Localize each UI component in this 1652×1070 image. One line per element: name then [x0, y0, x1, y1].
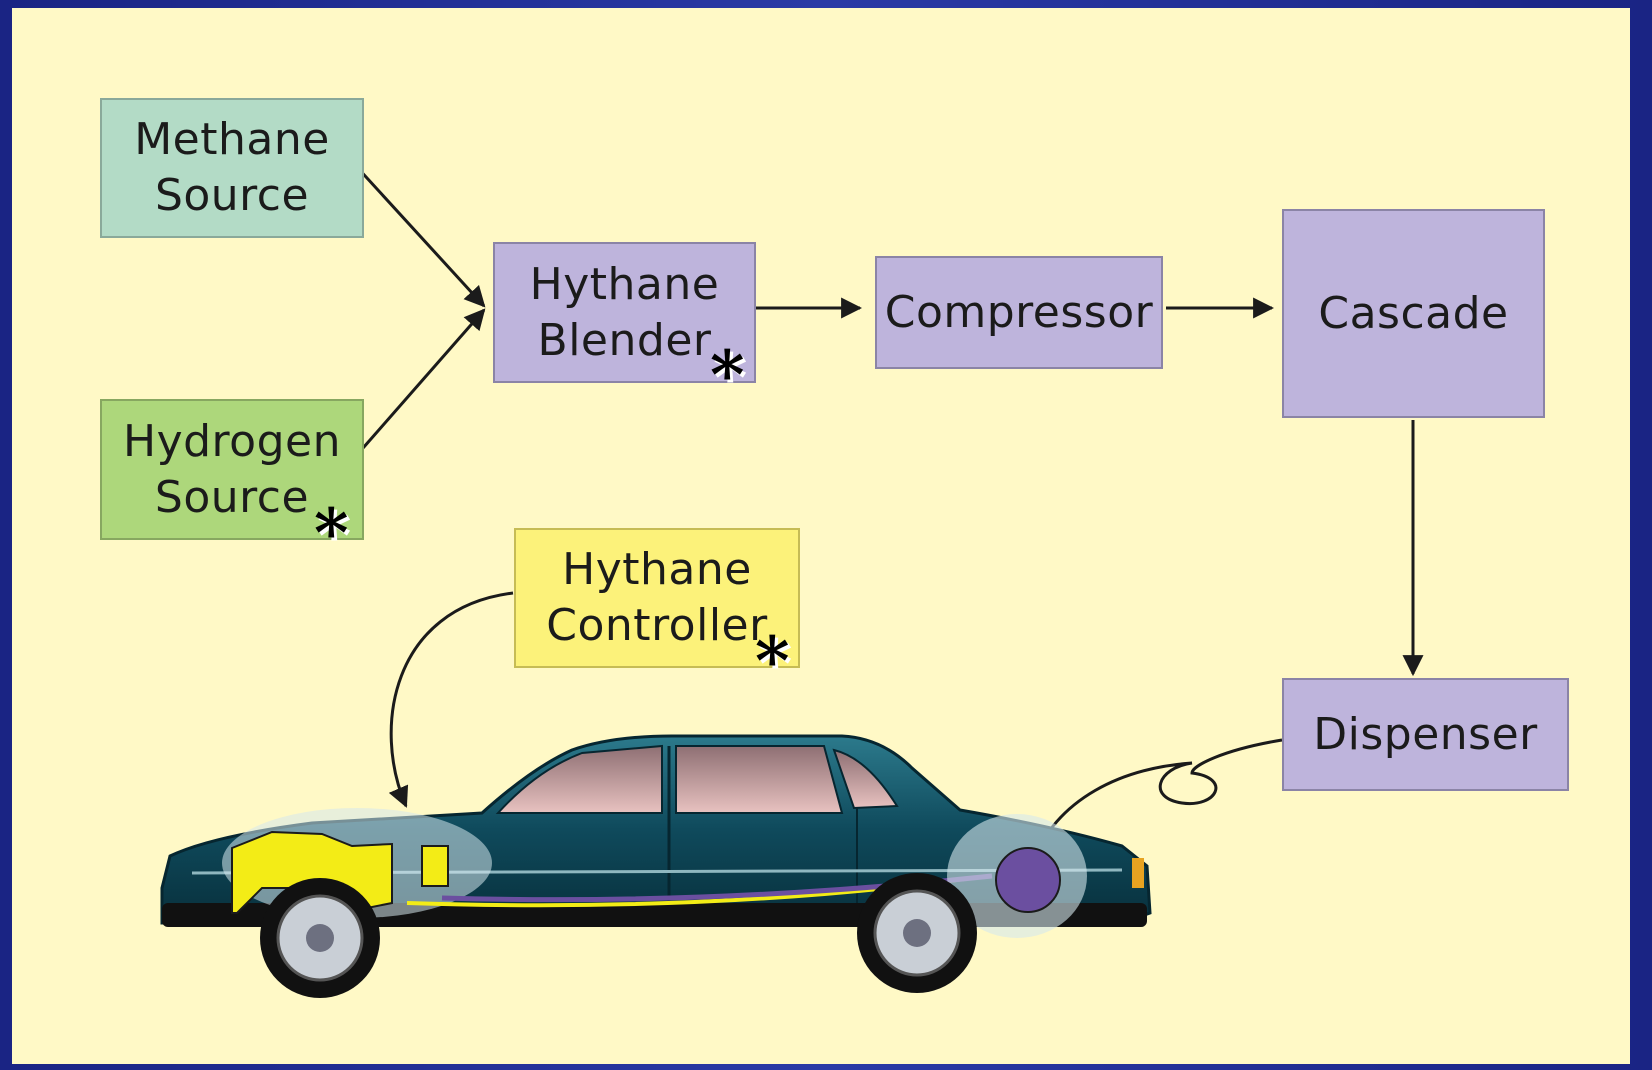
hydrogen-source-label: Hydrogen Source: [123, 415, 341, 523]
controller-cable: [388, 591, 514, 808]
car-illustration: [160, 734, 1152, 998]
rear-wheel: [857, 873, 977, 993]
hythane-controller-label: Hythane Controller: [546, 544, 768, 651]
cascade-box: Cascade: [1282, 209, 1545, 418]
hythane-controller-marker: *: [755, 622, 790, 700]
hythane-controller-box: Hythane Controller: [514, 528, 800, 668]
hydrogen-source-box: Hydrogen Source: [100, 399, 364, 540]
diagram-connectors: [160, 164, 1424, 998]
cascade-label: Cascade: [1318, 287, 1509, 339]
car-rear-window: [675, 745, 844, 814]
arrow-methane-to-blender: [354, 164, 486, 308]
compressor-label: Compressor: [884, 286, 1154, 338]
hydrogen-source-marker: *: [314, 494, 349, 572]
dispenser-box: Dispenser: [1282, 678, 1569, 791]
car-front-window: [495, 744, 663, 814]
diagram-panel: Methane Source Hydrogen Source * Hythane…: [12, 8, 1630, 1064]
front-wheel: [260, 878, 380, 998]
arrow-hydrogen-to-blender: [354, 308, 486, 457]
methane-source-label: Methane Source: [134, 114, 330, 221]
compressor-box: Compressor: [875, 256, 1163, 369]
hythane-blender-box: Hythane Blender: [493, 242, 756, 383]
fuel-tank: [995, 847, 1061, 913]
hythane-blender-marker: *: [710, 336, 745, 414]
dispenser-label: Dispenser: [1313, 708, 1538, 760]
hythane-blender-label: Hythane Blender: [529, 258, 720, 366]
methane-source-box: Methane Source: [100, 98, 364, 238]
dispenser-hose: [1030, 738, 1283, 864]
car-quarter-window: [832, 748, 899, 810]
